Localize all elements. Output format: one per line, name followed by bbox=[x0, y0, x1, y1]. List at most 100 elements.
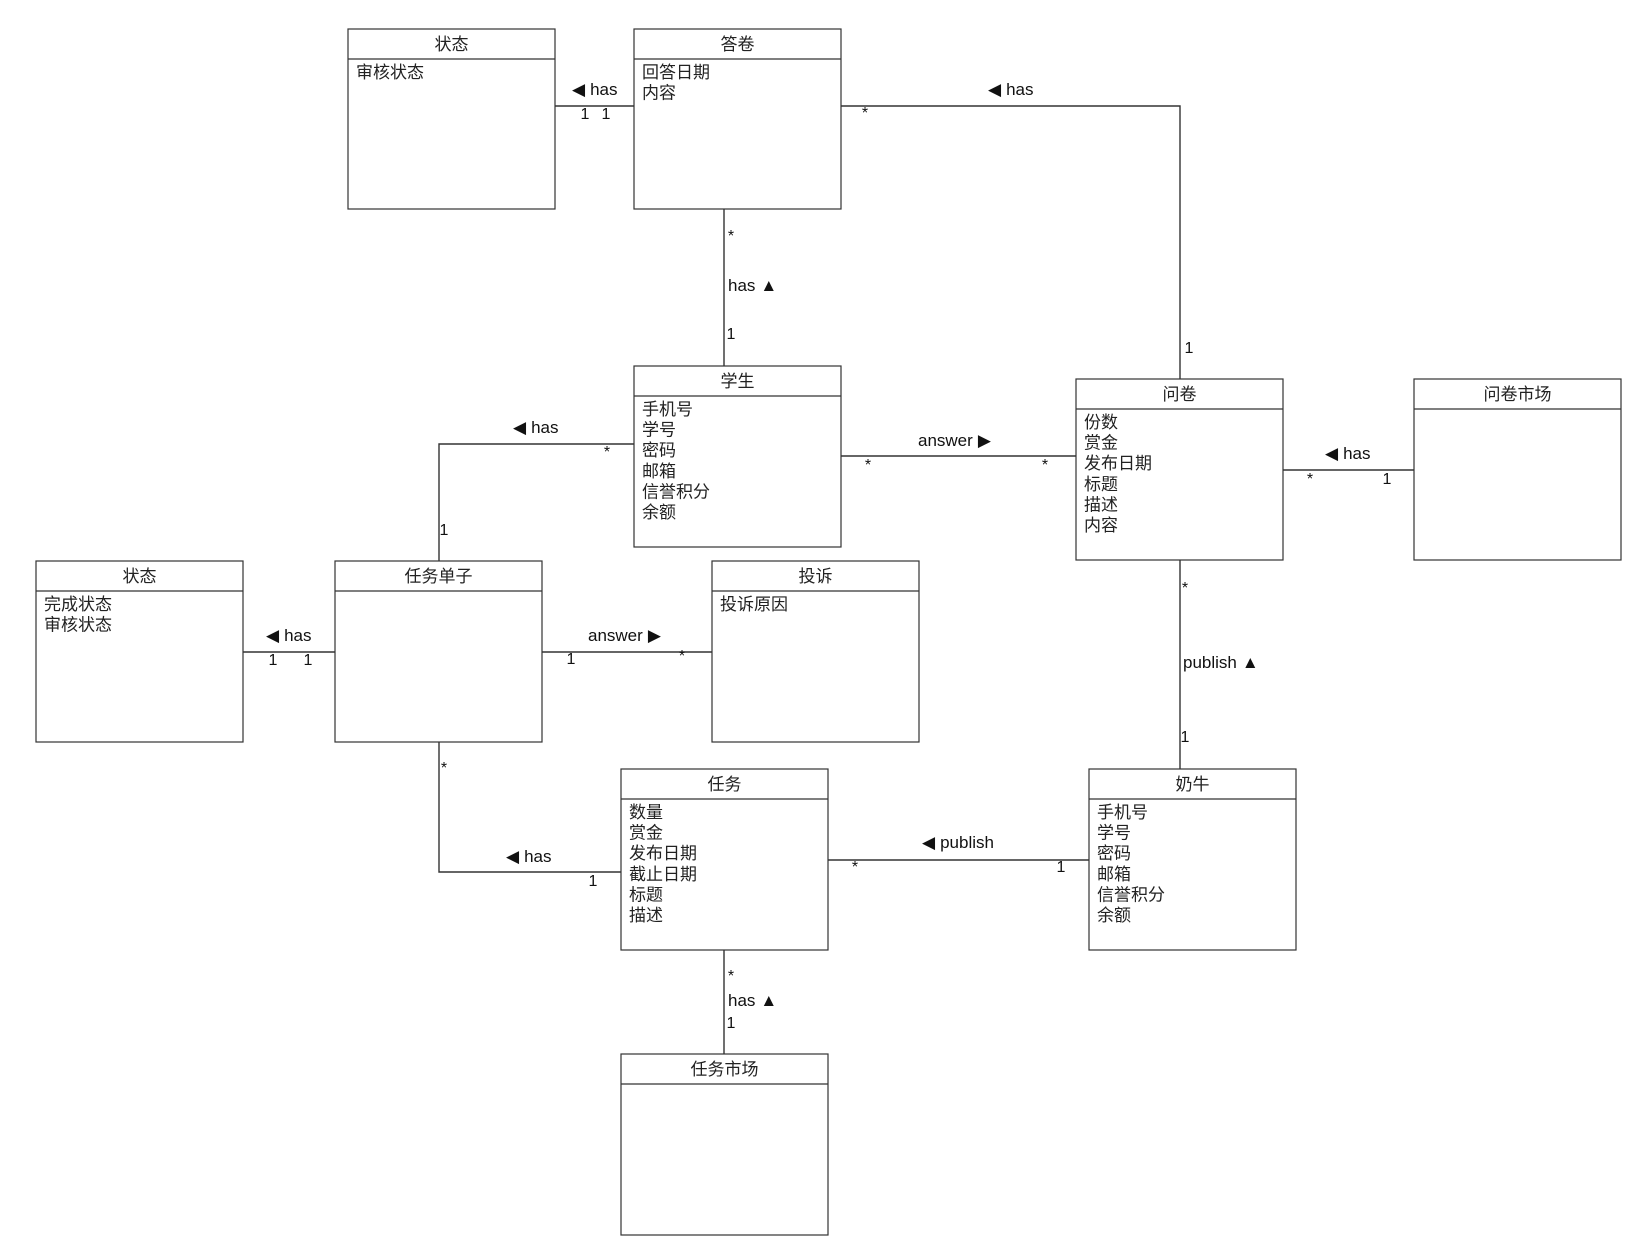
association-a2: ◀has * 1 bbox=[862, 80, 1194, 357]
class-attribute: 手机号 bbox=[642, 400, 693, 420]
class-attribute: 投诉原因 bbox=[720, 595, 788, 615]
class-attribute: 数量 bbox=[629, 803, 663, 823]
class-attribute: 描述 bbox=[1084, 495, 1118, 515]
class-attribute: 信誉积分 bbox=[1097, 885, 1165, 905]
direction-arrow-icon: ◀ bbox=[506, 847, 520, 866]
class-name: 任务 bbox=[708, 775, 742, 795]
association-label: ◀has bbox=[266, 626, 312, 645]
association-name: has bbox=[590, 80, 617, 99]
class-attribute: 截止日期 bbox=[629, 865, 697, 885]
association-a11: ◀publish*1 bbox=[852, 833, 1066, 876]
multiplicity-to: 1 bbox=[727, 326, 736, 343]
class-box bbox=[1413, 378, 1622, 561]
association-a8: answer▶1* bbox=[567, 626, 686, 668]
association-label: publish▲ bbox=[1183, 653, 1259, 672]
class-attribute: 学号 bbox=[1097, 824, 1131, 844]
association-label: has▲ bbox=[728, 276, 777, 295]
class-name: 任务市场 bbox=[691, 1060, 759, 1080]
class-attribute: 信誉积分 bbox=[642, 482, 710, 502]
class-attribute: 学号 bbox=[642, 421, 676, 441]
multiplicity-from: * bbox=[604, 444, 610, 461]
direction-arrow-icon: ▲ bbox=[760, 991, 777, 1010]
class-name: 答卷 bbox=[721, 35, 755, 55]
association-name: has bbox=[1343, 444, 1370, 463]
multiplicity-from: * bbox=[728, 228, 734, 245]
class-attribute: 手机号 bbox=[1097, 803, 1148, 823]
direction-arrow-icon: ◀ bbox=[922, 833, 936, 852]
direction-arrow-icon: ▲ bbox=[760, 276, 777, 295]
class-box bbox=[620, 1053, 829, 1236]
multiplicity-to: 1 bbox=[727, 1015, 736, 1032]
direction-arrow-icon: ▶ bbox=[648, 626, 662, 645]
class-name: 投诉 bbox=[799, 567, 833, 587]
class-attribute: 内容 bbox=[1084, 516, 1118, 536]
association-line bbox=[438, 443, 634, 561]
multiplicity-to: 1 bbox=[589, 873, 598, 890]
class-attribute: 邮箱 bbox=[642, 462, 676, 482]
association-name: publish bbox=[940, 833, 994, 852]
multiplicity-from: * bbox=[865, 457, 871, 474]
class-box bbox=[633, 28, 842, 210]
association-label: ◀has bbox=[572, 80, 618, 99]
class-attribute: 发布日期 bbox=[1084, 454, 1152, 474]
class-attribute: 审核状态 bbox=[44, 616, 112, 636]
association-label: ◀has bbox=[506, 847, 552, 866]
multiplicity-from: * bbox=[862, 105, 868, 122]
class-boxes: 状态审核状态答卷回答日期内容学生手机号学号密码邮箱信誉积分余额问卷份数赏金发布日… bbox=[35, 28, 1622, 1236]
direction-arrow-icon: ▶ bbox=[978, 431, 992, 450]
association-label: ◀has bbox=[988, 80, 1034, 99]
class-box bbox=[711, 560, 920, 743]
association-label: ◀has bbox=[513, 418, 559, 437]
association-name: has bbox=[524, 847, 551, 866]
direction-arrow-icon: ◀ bbox=[513, 418, 527, 437]
multiplicity-to: * bbox=[1042, 457, 1048, 474]
multiplicity-to: 1 bbox=[1181, 729, 1190, 746]
multiplicity-from: 1 bbox=[567, 651, 576, 668]
multiplicity-from: * bbox=[852, 859, 858, 876]
class-attribute: 份数 bbox=[1084, 413, 1118, 433]
class-task_market[interactable]: 任务市场 bbox=[620, 1053, 829, 1236]
class-attribute: 发布日期 bbox=[629, 844, 697, 864]
association-label: answer▶ bbox=[588, 626, 662, 645]
association-a12: has▲*1 bbox=[727, 968, 778, 1032]
class-box bbox=[347, 28, 556, 210]
class-name: 学生 bbox=[721, 372, 755, 392]
class-questionnaire_market[interactable]: 问卷市场 bbox=[1413, 378, 1622, 561]
class-name: 奶牛 bbox=[1176, 775, 1210, 795]
association-a4: ◀has*1 bbox=[440, 418, 611, 539]
association-a3: has▲ * 1 bbox=[727, 228, 778, 343]
class-attribute: 赏金 bbox=[1084, 434, 1118, 454]
multiplicity-to: 1 bbox=[1185, 340, 1194, 357]
class-attribute: 内容 bbox=[642, 84, 676, 104]
multiplicity-from: * bbox=[1307, 471, 1313, 488]
multiplicity-to: 1 bbox=[602, 106, 611, 123]
class-attribute: 密码 bbox=[1097, 844, 1131, 864]
multiplicity-from: 1 bbox=[581, 106, 590, 123]
class-attribute: 审核状态 bbox=[356, 63, 424, 83]
class-attribute: 余额 bbox=[642, 503, 676, 523]
class-name: 状态 bbox=[123, 567, 157, 587]
class-name: 状态 bbox=[435, 35, 469, 55]
direction-arrow-icon: ◀ bbox=[266, 626, 280, 645]
direction-arrow-icon: ◀ bbox=[988, 80, 1002, 99]
multiplicity-to: 1 bbox=[1383, 471, 1392, 488]
association-label: ◀publish bbox=[922, 833, 994, 852]
association-a10: ◀has*1 bbox=[441, 760, 598, 890]
class-attribute: 邮箱 bbox=[1097, 865, 1131, 885]
association-name: publish bbox=[1183, 653, 1237, 672]
association-name: answer bbox=[918, 431, 973, 450]
class-task_order[interactable]: 任务单子 bbox=[334, 560, 543, 743]
class-attribute: 标题 bbox=[1084, 475, 1118, 495]
class-box bbox=[334, 560, 543, 743]
